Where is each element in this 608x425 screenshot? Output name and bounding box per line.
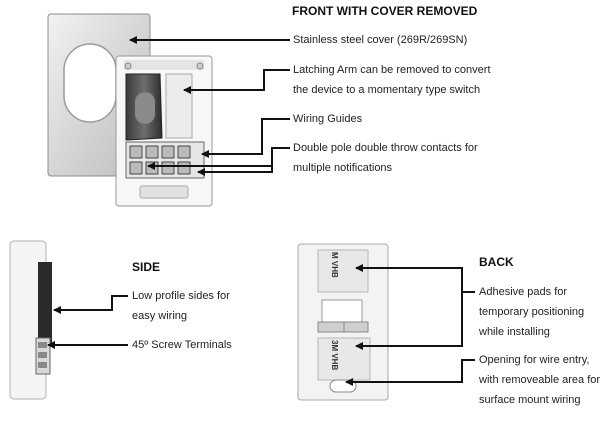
side-heading: SIDE [132, 260, 161, 274]
callout-adhesive-1: Adhesive pads for [479, 286, 568, 298]
callout-wire-opening-1: Opening for wire entry, [479, 354, 590, 366]
callout-low-profile-2: easy wiring [132, 310, 188, 322]
callout-latching-arm-2: the device to a momentary type switch [293, 84, 481, 96]
device-back-view: M VHB 3M VHB [297, 243, 389, 401]
leader-lines-front [129, 36, 290, 176]
callout-latching-arm-1: Latching Arm can be removed to convert [293, 64, 491, 76]
callout-screw-terminals: 45º Screw Terminals [132, 339, 232, 351]
callout-low-profile-1: Low profile sides for [132, 290, 230, 302]
leader-wire-opening [345, 359, 475, 386]
leader-adhesive-bottom [355, 292, 463, 350]
callout-adhesive-3: while installing [479, 326, 550, 338]
leader-lines-back [345, 264, 475, 386]
callout-adhesive-2: temporary positioning [479, 306, 585, 318]
leader-latching-arm [183, 69, 290, 94]
back-heading: BACK [479, 255, 514, 269]
device-front-body [115, 55, 213, 207]
callout-contacts-2: multiple notifications [293, 162, 393, 174]
leader-adhesive-top [355, 264, 475, 293]
callout-wire-opening-3: surface mount wiring [479, 394, 581, 406]
pad-label-bottom: 3M VHB [330, 340, 339, 370]
leader-lines-side [47, 295, 128, 349]
leader-low-profile [53, 295, 128, 314]
callout-contacts-1: Double pole double throw contacts for [293, 142, 478, 154]
leader-wiring-guides [201, 118, 290, 158]
leader-contacts-b [197, 147, 290, 176]
callout-wire-opening-2: with removeable area for [479, 374, 601, 386]
front-heading: FRONT WITH COVER REMOVED [292, 4, 478, 18]
pad-label-top: M VHB [330, 252, 339, 278]
callout-wiring-guides: Wiring Guides [293, 113, 363, 125]
callout-cover: Stainless steel cover (269R/269SN) [293, 34, 468, 46]
device-side-view [9, 240, 52, 400]
